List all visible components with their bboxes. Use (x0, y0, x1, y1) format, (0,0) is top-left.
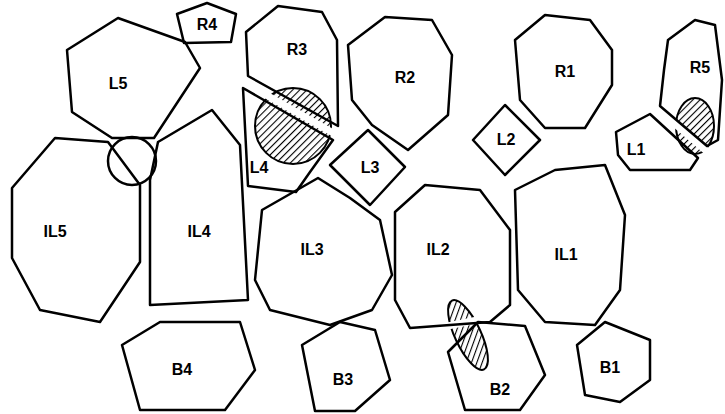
scale-shape: L2 (469, 101, 544, 179)
scale-label: IL1 (554, 247, 577, 263)
scale-shape: L4 (239, 84, 337, 196)
scale-label: R5 (690, 60, 710, 76)
small-scale (108, 137, 156, 185)
scale-outline (298, 318, 394, 414)
scale-label: L4 (250, 160, 269, 176)
scale-shape: IL1 (511, 161, 629, 329)
scale-border (473, 105, 540, 175)
scale-label: IL2 (426, 242, 449, 258)
scale-border (577, 322, 650, 402)
scale-gap (238, 79, 342, 138)
scale-outline (239, 84, 337, 196)
scale-border (246, 6, 338, 126)
scale-border (660, 20, 722, 146)
scale-shape: R1 (511, 11, 616, 132)
scale-label: R1 (555, 64, 575, 80)
scale-border (448, 322, 545, 410)
scale-label: B1 (600, 360, 620, 376)
scale-border (67, 18, 200, 138)
scale-border (177, 3, 236, 43)
scale-outline (511, 161, 629, 329)
scale-shape: B1 (573, 318, 654, 406)
scale-border (243, 88, 333, 192)
scale-shape: B2 (444, 318, 549, 414)
scale-label: IL5 (43, 224, 66, 240)
scale-label: L3 (361, 160, 380, 176)
scale-outline (146, 106, 252, 309)
scale-label: L2 (497, 132, 516, 148)
scale-outline (63, 14, 204, 142)
scale-outline (391, 181, 514, 332)
scale-label: L5 (109, 76, 128, 92)
scale-outline (8, 134, 144, 326)
scale-label: R4 (197, 17, 217, 33)
scale-border (12, 138, 140, 322)
scale-border (395, 185, 510, 328)
scale-border (515, 165, 625, 325)
scale-outline (242, 2, 342, 130)
scale-border (255, 178, 392, 325)
scale-shape: R3 (242, 2, 342, 130)
scale-shape: R2 (344, 13, 456, 154)
scale-shape: IL2 (391, 181, 514, 332)
scale-label: L1 (627, 142, 646, 158)
scale-border (150, 110, 248, 305)
scale-border (348, 17, 452, 150)
scale-shape: B4 (118, 318, 259, 414)
scale-shape: IL4 (146, 106, 252, 309)
scale-shape: L5 (63, 14, 204, 142)
scale-label: IL3 (300, 242, 323, 258)
scale-shape: B3 (298, 318, 394, 414)
hatched-spot (440, 295, 496, 375)
scale-shape: IL3 (251, 174, 396, 329)
scale-border (616, 114, 698, 170)
scale-label: R3 (287, 42, 307, 58)
scale-border (515, 15, 612, 128)
scale-label: B2 (490, 382, 510, 398)
scale-shape: L1 (612, 110, 702, 174)
scale-label: B3 (333, 372, 353, 388)
scale-label: R2 (395, 70, 415, 86)
scale-shape: L3 (326, 126, 409, 209)
scale-shape: R4 (173, 0, 240, 47)
scale-gap (652, 104, 710, 154)
scale-shape: IL5 (8, 134, 144, 326)
scale-outline (444, 318, 549, 414)
scale-border (302, 322, 390, 411)
scale-outline (612, 110, 702, 174)
scale-border (122, 322, 255, 410)
scale-label: B4 (172, 362, 192, 378)
scale-label: IL4 (187, 224, 210, 240)
